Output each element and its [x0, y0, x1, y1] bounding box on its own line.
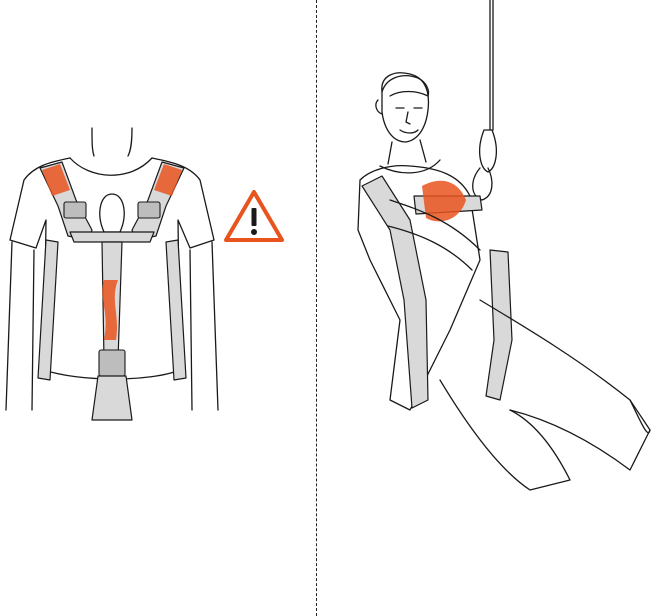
chest-bridge-strap	[70, 232, 154, 242]
nose	[406, 112, 410, 124]
left-shoulder-pressure	[42, 164, 70, 196]
shirt-collar	[70, 158, 152, 175]
left-arm-outline	[6, 242, 12, 410]
rope-device-icon	[480, 130, 497, 172]
exclamation-dot	[251, 229, 257, 235]
leg-loop-straps	[92, 376, 132, 420]
exclamation-bar	[252, 208, 257, 226]
ear	[376, 100, 382, 114]
suspended-worker-figure	[330, 0, 653, 520]
harness-front-figure	[0, 110, 316, 430]
leg-outline-lower	[440, 380, 570, 490]
neck	[388, 140, 426, 164]
mouth	[400, 130, 418, 133]
leg-strap	[486, 250, 512, 400]
right-side-strap	[166, 240, 186, 380]
right-arm-inner	[190, 250, 192, 410]
carabiner-icon	[100, 194, 124, 232]
right-shoulder-pressure	[154, 164, 182, 196]
connector-carabiner-icon	[473, 168, 492, 200]
panel-divider	[316, 0, 317, 616]
lower-buckle	[99, 350, 125, 376]
warning-triangle-icon	[222, 188, 286, 246]
right-arm-outline	[212, 242, 218, 410]
knee	[630, 400, 650, 433]
neck-outline	[92, 128, 94, 156]
left-chest-buckle	[64, 202, 86, 218]
right-chest-buckle	[138, 202, 160, 218]
chest-pressure	[422, 181, 466, 222]
neck-outline-right	[128, 128, 132, 156]
left-arm-inner	[32, 250, 34, 410]
hair	[382, 76, 429, 96]
left-side-strap	[38, 240, 58, 380]
